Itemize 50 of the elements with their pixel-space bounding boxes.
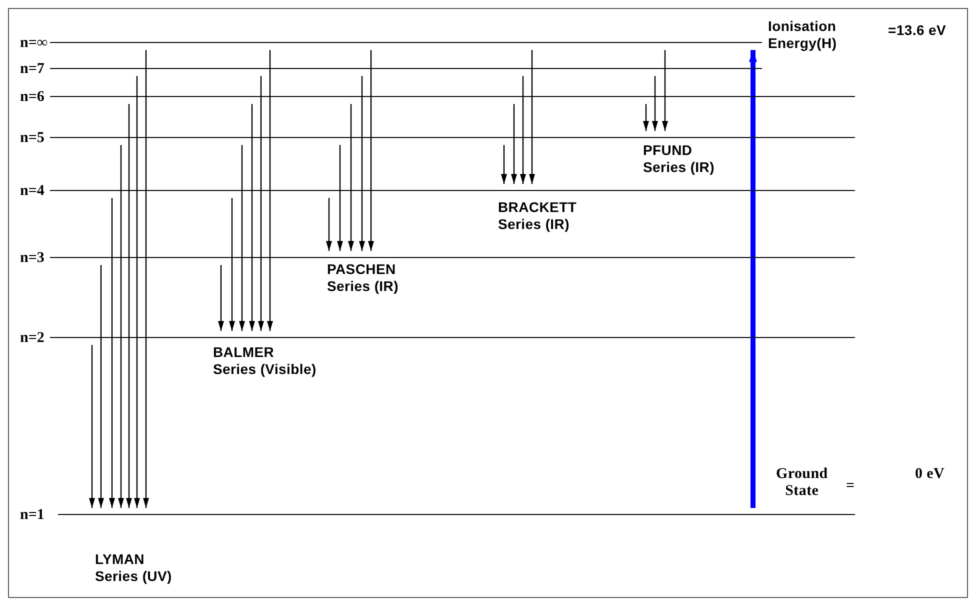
energy-value: 0 eV: [915, 466, 945, 483]
transition-arrow: [218, 265, 224, 331]
transition-arrow: [529, 50, 535, 184]
energy-level: [20, 331, 855, 345]
transition-arrow: [520, 76, 526, 184]
transition-arrow: [511, 104, 517, 184]
energy-value: =13.6 eV: [888, 22, 946, 39]
ionisation-label: Ionisation Energy(H): [768, 18, 837, 52]
transition-arrow: [359, 76, 365, 251]
transition-arrow: [229, 198, 235, 331]
equals-sign: =: [846, 478, 855, 495]
transition-arrow: [143, 50, 149, 508]
transition-arrow: [337, 145, 343, 251]
transition-arrow: [258, 76, 264, 331]
series-label: PFUND Series (IR): [643, 142, 714, 176]
transition-arrow: [749, 50, 757, 508]
transition-arrow: [126, 104, 132, 508]
energy-level: [20, 508, 855, 522]
level-label: n=4: [20, 183, 44, 199]
level-label: n=∞: [20, 35, 48, 51]
transition-arrow: [662, 50, 668, 131]
level-label: n=6: [20, 89, 44, 105]
transition-arrow: [652, 76, 658, 131]
transition-arrow: [267, 50, 273, 331]
transition-arrow: [643, 104, 649, 131]
transition-arrow: [326, 198, 332, 251]
transition-arrow: [249, 104, 255, 331]
energy-level: [20, 131, 855, 145]
level-label: n=7: [20, 61, 44, 77]
transition-arrow: [239, 145, 245, 331]
energy-level: [20, 251, 855, 265]
series-label: BRACKETT Series (IR): [498, 199, 577, 233]
transition-arrow: [368, 50, 374, 251]
series-label: LYMAN Series (UV): [95, 551, 172, 585]
energy-level: [20, 184, 855, 198]
transition-arrow: [89, 345, 95, 508]
series-label: PASCHEN Series (IR): [327, 261, 398, 295]
level-label: n=1: [20, 507, 44, 523]
transition-arrow: [98, 265, 104, 508]
level-label: n=2: [20, 330, 44, 346]
series-label: BALMER Series (Visible): [213, 344, 316, 378]
state-label: Ground State: [776, 466, 828, 500]
transition-arrow: [134, 76, 140, 508]
level-label: n=5: [20, 130, 44, 146]
transition-arrow: [109, 198, 115, 508]
level-label: n=3: [20, 250, 44, 266]
transition-arrow: [348, 104, 354, 251]
transition-arrow: [118, 145, 124, 508]
energy-level: [20, 90, 855, 104]
transition-arrow: [501, 145, 507, 184]
